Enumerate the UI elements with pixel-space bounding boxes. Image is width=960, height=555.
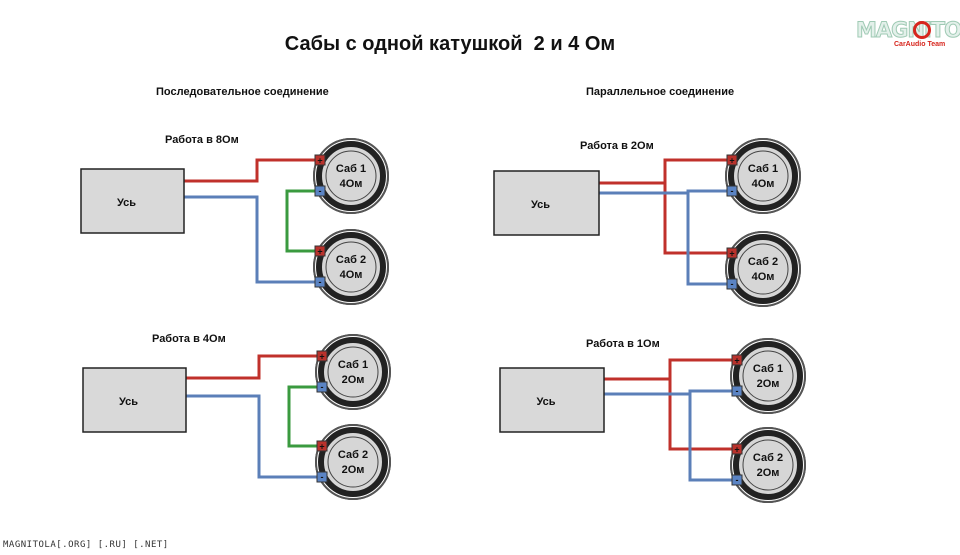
parallel-1ohm-label: Работа в 1Ом [586,338,660,350]
series-section-heading: Последовательное соединение [156,86,329,98]
series-4ohm-subs-amplifier-label: Усь [117,197,136,209]
parallel-4ohm-subs-negative-wire-2 [686,193,727,286]
parallel-2ohm-subs-sub2-top-positive-symbol: + [734,445,739,455]
series-2ohm-subs-sub1-top-negative-symbol: - [321,382,324,392]
series-4ohm-subs-sub1-top-name: Саб 1 [336,163,366,175]
parallel-4ohm-subs-sub1-top-name: Саб 1 [748,163,778,175]
parallel-4ohm-subs-sub1-top-positive-symbol: + [729,156,734,166]
series-4ohm-label: Работа в 4Ом [152,333,226,345]
parallel-2ohm-subs-negative-wire-2 [688,394,732,482]
series-4ohm-subs-sub1-top-impedance: 4Ом [340,178,363,190]
series-2ohm-subs-sub2-top-positive-symbol: + [319,442,324,452]
parallel-2ohm-label: Работа в 2Ом [580,140,654,152]
series-2ohm-subs-negative-wire [186,394,317,479]
parallel-2ohm-subs-sub1-top-negative-symbol: - [736,386,739,396]
parallel-4ohm-subs-amplifier-label: Усь [531,199,550,211]
parallel-section-heading: Параллельное соединение [586,86,735,98]
series-2ohm-subs-sub1-top-dustcap [327,346,379,398]
parallel-2ohm-subs-positive-wire-2 [668,379,732,451]
series-2ohm-subs-sub2-top-negative-symbol: - [321,472,324,482]
series-2ohm-subs-sub1-top-positive-symbol: + [319,352,324,362]
parallel-4ohm-subs-sub2-top-negative-symbol: - [731,279,734,289]
logo-wordmark: MAGNITOLA [856,18,960,43]
series-4ohm-subs-sub2-top-positive-symbol: + [317,247,322,257]
parallel-2ohm-subs-sub2-top-dustcap [742,439,794,491]
parallel-2ohm-subs-sub1-top-negative-terminal [731,385,743,397]
series-4ohm-subs-jumper-wire [285,189,315,253]
parallel-4ohm-subs-sub2-top-negative-terminal [726,278,738,290]
parallel-4ohm-subs-positive-wire-2 [663,183,727,255]
parallel-4ohm-subs-sub1-top-dustcap [737,150,789,202]
parallel-2ohm-subs-amplifier-label: Усь [536,396,555,408]
series-4ohm-subs-sub1-top-negative-terminal [314,185,326,197]
parallel-4ohm-subs-sub2-top-positive-terminal [726,247,738,259]
logo-ring-icon [913,21,931,39]
parallel-2ohm-subs-amplifier [499,367,605,433]
parallel-4ohm-subs-sub1-top-impedance: 4Ом [752,178,775,190]
series-2ohm-subs-sub1-top-name: Саб 1 [338,359,368,371]
series-2ohm-subs-sub1-top-impedance: 2Ом [342,374,365,386]
parallel-4ohm-subs-sub2-top-positive-symbol: + [729,249,734,259]
series-2ohm-subs-sub2-top-name: Саб 2 [338,449,368,461]
parallel-2ohm-subs-sub2-top-impedance: 2Ом [757,467,780,479]
parallel-2ohm-subs-sub2-top-negative-terminal [731,474,743,486]
parallel-2ohm-subs-sub2-top-name: Саб 2 [753,452,783,464]
magnitola-logo: MAGNITOLA CarAudio Team [856,18,960,52]
page-title: Сабы с одной катушкой 2 и 4 Ом [284,33,616,55]
series-4ohm-subs-sub2-top-dustcap [325,241,377,293]
parallel-4ohm-subs-sub2-top-name: Саб 2 [748,256,778,268]
footer-watermark: MAGNITOLA[.ORG] [.RU] [.NET] [3,540,169,550]
parallel-2ohm-subs-sub2-top-positive-terminal [731,443,743,455]
series-4ohm-subs-sub1-top-dustcap [325,150,377,202]
parallel-2ohm-subs-sub1-top-name: Саб 1 [753,363,783,375]
series-8ohm-label: Работа в 8Ом [165,134,239,146]
series-4ohm-subs-sub2-top-name: Саб 2 [336,254,366,266]
parallel-4ohm-subs-amplifier [493,170,600,236]
series-2ohm-subs-jumper-wire [287,385,317,448]
parallel-4ohm-subs-sub2-top-impedance: 4Ом [752,271,775,283]
series-4ohm-subs-sub1-top-negative-symbol: - [319,186,322,196]
parallel-2ohm-subs-sub2-top-negative-symbol: - [736,475,739,485]
logo-subtext: CarAudio Team [894,41,946,48]
parallel-4ohm-subs-sub2-top-dustcap [737,243,789,295]
series-4ohm-subs-sub2-top-positive-terminal [314,245,326,257]
series-2ohm-subs-sub2-top-positive-terminal [316,440,328,452]
series-2ohm-subs-sub2-top-negative-terminal [316,471,328,483]
parallel-4ohm-subs-sub1-top-positive-terminal [726,154,738,166]
parallel-2ohm-subs-sub1-top-dustcap [742,350,794,402]
series-2ohm-subs-amplifier-label: Усь [119,396,138,408]
parallel-4ohm-subs-sub1-top-negative-terminal [726,185,738,197]
series-2ohm-subs-amplifier [82,367,187,433]
series-2ohm-subs-sub1-top-positive-terminal [316,350,328,362]
series-4ohm-subs-sub1-top-positive-terminal [314,154,326,166]
parallel-2ohm-subs-sub1-top-positive-terminal [731,354,743,366]
series-4ohm-subs-amplifier [80,168,185,234]
series-2ohm-subs-sub2-top-dustcap [327,436,379,488]
parallel-4ohm-subs-negative-wire-1 [599,189,727,195]
series-4ohm-subs-sub2-top-negative-terminal [314,276,326,288]
series-2ohm-subs-sub2-top-impedance: 2Ом [342,464,365,476]
series-4ohm-subs-sub1-top-positive-symbol: + [317,156,322,166]
series-4ohm-subs-sub2-top-impedance: 4Ом [340,269,363,281]
series-4ohm-subs-positive-wire [184,158,315,183]
parallel-2ohm-subs-sub1-top-positive-symbol: + [734,356,739,366]
series-2ohm-subs-positive-wire [186,354,317,380]
parallel-2ohm-subs-positive-wire-1 [604,358,732,381]
parallel-2ohm-subs-negative-wire-1 [604,389,732,396]
parallel-2ohm-subs-sub1-top-impedance: 2Ом [757,378,780,390]
series-4ohm-subs-sub2-top-negative-symbol: - [319,277,322,287]
series-2ohm-subs-sub1-top-negative-terminal [316,381,328,393]
series-4ohm-subs-negative-wire [184,195,315,284]
parallel-4ohm-subs-positive-wire-1 [599,158,727,185]
parallel-4ohm-subs-sub1-top-negative-symbol: - [731,186,734,196]
